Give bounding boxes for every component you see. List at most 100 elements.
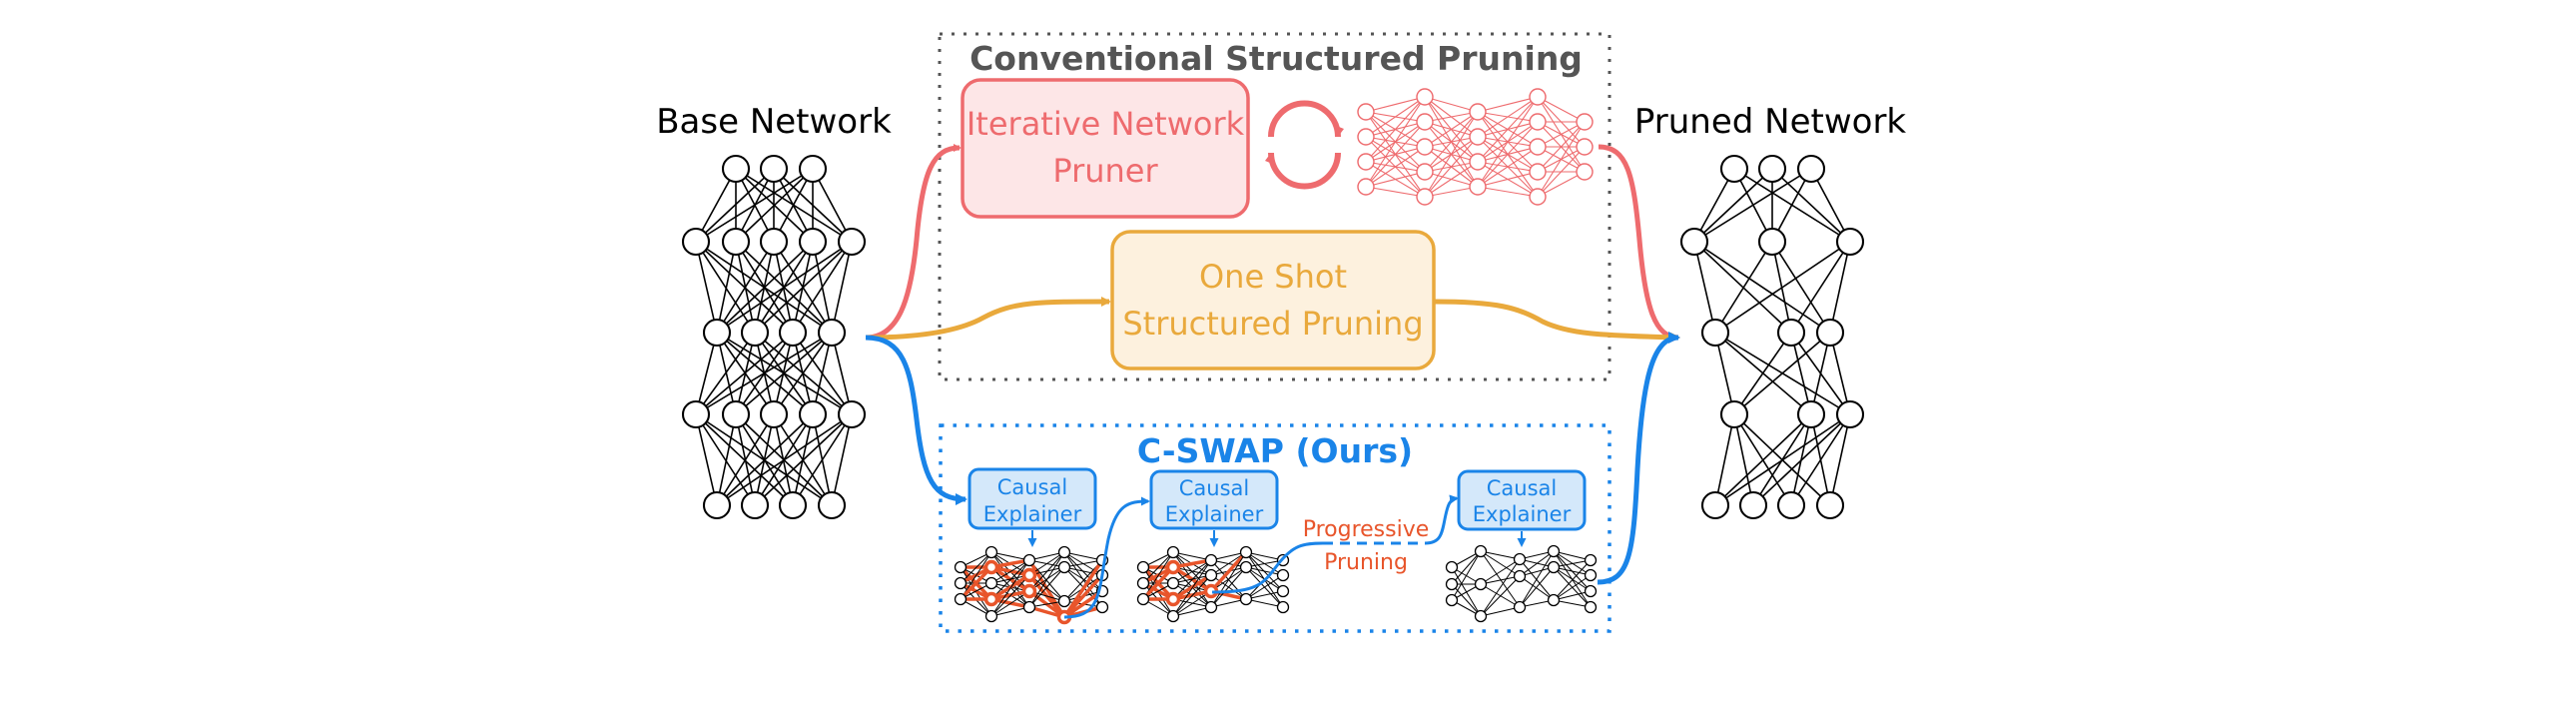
network-edge (1172, 559, 1212, 617)
network-edge (716, 413, 853, 506)
network-node (1469, 153, 1487, 171)
network-edge (1142, 551, 1174, 584)
network-node (1815, 318, 1845, 348)
network-edge (1028, 566, 1065, 608)
network-node (702, 490, 732, 520)
network-node (1057, 560, 1071, 574)
network-edge (960, 551, 992, 584)
network-edge (1537, 121, 1586, 198)
network-node (1547, 593, 1561, 607)
network-node (1445, 577, 1459, 591)
network-edge (695, 413, 756, 506)
network-edge (1693, 241, 1716, 334)
network-edge (1424, 111, 1479, 123)
network-edge (1537, 121, 1586, 148)
network-node (721, 399, 751, 429)
network-edge (1790, 241, 1851, 334)
conventional-title: Conventional Structured Pruning (969, 39, 1583, 78)
network-node (1057, 594, 1071, 608)
network-node (702, 318, 732, 348)
network-node (1165, 559, 1181, 575)
network-edge (1693, 241, 1831, 334)
network-node (1529, 138, 1547, 156)
network-node (1719, 399, 1749, 429)
network-node (1357, 103, 1375, 121)
network-edge (1209, 550, 1248, 593)
network-edge (1365, 96, 1426, 113)
network-edge (792, 241, 853, 334)
network-edge (1829, 332, 1851, 415)
network-edge (695, 241, 756, 334)
network-node (1239, 560, 1253, 574)
network-node (759, 154, 789, 184)
network-edge (792, 413, 853, 506)
network-edge (1424, 111, 1479, 148)
network-edge (1733, 413, 1754, 506)
cycle-arrows-icon (1265, 100, 1344, 190)
network-edge (716, 413, 775, 506)
network-node (1357, 128, 1375, 146)
network-edge (1553, 566, 1592, 576)
network-node (1547, 560, 1561, 574)
network-edge (1424, 186, 1479, 198)
red-merge-arrow (1598, 144, 1680, 342)
network-edge (695, 168, 814, 243)
network-node (1474, 577, 1488, 591)
network-edge (1829, 413, 1851, 506)
network-node (837, 399, 867, 429)
iterative-network (1357, 88, 1594, 206)
network-node (1022, 600, 1036, 614)
network-edge (1553, 599, 1592, 608)
network-node (1796, 399, 1826, 429)
network-node (798, 227, 828, 257)
red-branch-arrow (865, 144, 962, 341)
network-node (1584, 553, 1598, 567)
network-edge (695, 413, 794, 506)
cswap-title: C-SWAP (Ours) (1137, 431, 1413, 470)
network-node (1276, 584, 1290, 598)
network-edge (1714, 413, 1851, 506)
network-edge (1714, 241, 1773, 334)
network-edge (1365, 186, 1426, 198)
network-node (1547, 544, 1561, 558)
network-node (1700, 318, 1730, 348)
network-node (954, 576, 967, 590)
network-edge (1553, 590, 1592, 601)
network-node (759, 399, 789, 429)
network-edge (990, 573, 1030, 601)
network-edge (1790, 413, 1851, 506)
network-edge (1537, 146, 1586, 198)
network-node (1679, 227, 1709, 257)
network-node (1513, 600, 1527, 614)
network-node (1357, 153, 1375, 171)
network-edge (1210, 551, 1247, 576)
network-edge (695, 168, 775, 243)
progressive-label-line1: Progressive (1303, 517, 1430, 542)
network-edge (1519, 575, 1555, 601)
network-edge (1424, 161, 1479, 198)
causal-explainer-1: Causal Explainer (967, 467, 1097, 530)
network-node (681, 227, 711, 257)
network-node (1513, 569, 1527, 583)
network-node (1239, 592, 1253, 606)
network-edge (1519, 550, 1555, 608)
network-edge (773, 332, 833, 415)
network-edge (1693, 168, 1812, 243)
network-node (1276, 600, 1290, 614)
network-edge (1172, 559, 1212, 600)
network-node (1136, 592, 1150, 606)
network-edge (716, 413, 737, 506)
network-node (1021, 583, 1037, 599)
network-node (817, 490, 847, 520)
causal-explainer-3-line2: Explainer (1473, 502, 1572, 526)
network-edge (1028, 551, 1065, 592)
network-edge (1733, 332, 1792, 415)
network-edge (1365, 96, 1426, 163)
network-edge (1553, 566, 1592, 592)
network-node (1835, 227, 1865, 257)
network-node (1357, 178, 1375, 196)
network-edge (1245, 551, 1284, 561)
network-node (1445, 593, 1459, 607)
network-node (1204, 600, 1218, 614)
network-edge (716, 413, 814, 506)
